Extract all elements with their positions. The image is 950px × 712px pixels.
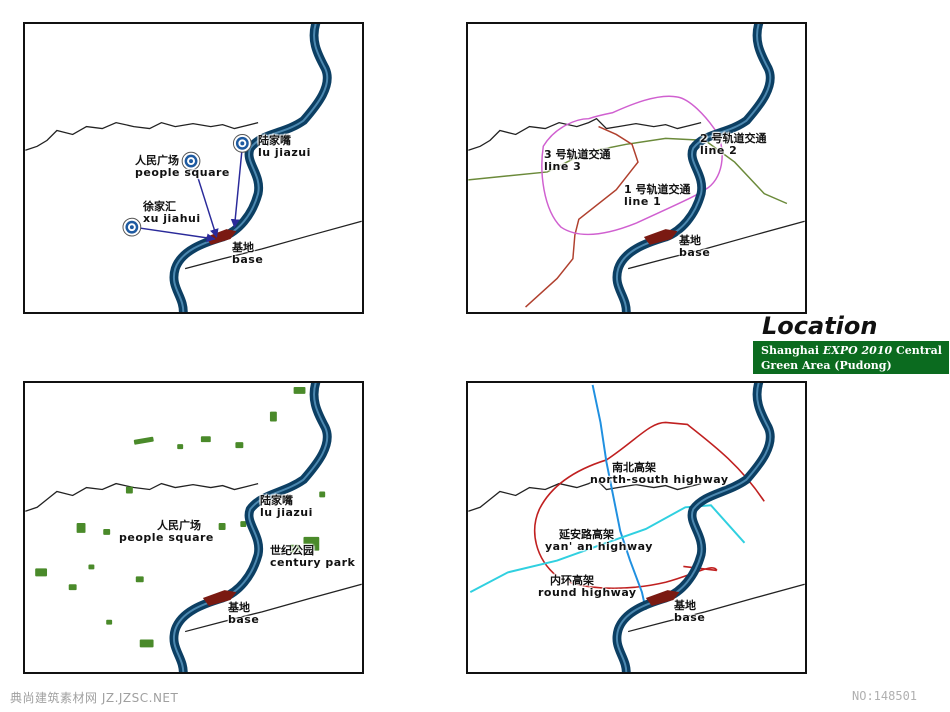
panel-highways: 南北高架 north-south highway 延安路高架 yan' an h… <box>466 381 807 674</box>
label-people-square: 人民广场 people square <box>135 154 230 179</box>
label-yanan-highway: 延安路高架 yan' an highway <box>545 528 653 553</box>
river-highlight <box>615 383 772 672</box>
label-north-south-highway: 南北高架 north-south highway <box>590 461 729 486</box>
metro-line-1 <box>525 125 639 308</box>
shoreline <box>468 117 702 151</box>
river <box>612 24 775 312</box>
label-line-2: 2 号轨道交通 line 2 <box>700 132 767 157</box>
label-base: 基地 base <box>679 234 711 259</box>
legend-line-2: Green Area (Pudong) <box>761 359 892 372</box>
label-line-1: 1 号轨道交通 line 1 <box>624 183 691 208</box>
road <box>184 583 362 633</box>
watermark-number: NO:148501 <box>852 689 918 703</box>
label-round-highway: 内环高架 round highway <box>538 574 637 599</box>
road <box>627 220 805 270</box>
map-1 <box>25 24 362 312</box>
map-2 <box>468 24 805 312</box>
label-century-park: 世纪公园 century park <box>270 544 356 569</box>
road <box>627 583 805 633</box>
target-icon <box>181 151 201 171</box>
label-people-square: 人民广场 people square <box>119 519 214 544</box>
base-area <box>645 590 680 606</box>
north-south-highway <box>591 384 647 611</box>
label-line-3: 3 号轨道交通 line 3 <box>544 148 611 173</box>
shoreline <box>468 478 702 512</box>
panel-green-areas: 陆家嘴 lu jiazui 人民广场 people square 世纪公园 ce… <box>23 381 364 674</box>
green-patches <box>35 386 326 648</box>
target-icon <box>232 133 252 153</box>
river-highlight <box>615 24 772 312</box>
river-highlight <box>172 24 329 312</box>
label-lujiazui: 陆家嘴 lu jiazui <box>258 134 311 159</box>
map-4 <box>468 383 805 672</box>
target-icon <box>122 217 142 237</box>
metro-line-2 <box>468 137 788 205</box>
shoreline <box>25 482 259 512</box>
map-3 <box>25 383 362 672</box>
label-base: 基地 base <box>674 599 706 624</box>
round-highway <box>533 421 765 590</box>
legend-line-1: Shanghai EXPO 2010 Central <box>761 344 942 357</box>
base-area <box>643 229 678 245</box>
shoreline <box>25 121 259 151</box>
yanan-highway <box>469 504 746 593</box>
label-base: 基地 base <box>232 241 264 266</box>
watermark-site: 典尚建筑素材网 JZ.JZSC.NET <box>10 691 179 705</box>
label-base: 基地 base <box>228 601 260 626</box>
base-area <box>202 590 237 606</box>
legend-subtitle: Shanghai EXPO 2010 Central Green Area (P… <box>753 341 949 374</box>
panel-metro-lines: 3 号轨道交通 line 3 2 号轨道交通 line 2 1 号轨道交通 li… <box>466 22 807 314</box>
river-highlight <box>172 383 329 672</box>
legend-title: Location <box>762 312 878 340</box>
panel-metro-landmarks: 人民广场 people square 陆家嘴 lu jiazui 徐家汇 xu … <box>23 22 364 314</box>
road <box>184 220 362 270</box>
label-xujiahui: 徐家汇 xu jiahui <box>143 200 201 225</box>
label-lujiazui: 陆家嘴 lu jiazui <box>260 494 313 519</box>
